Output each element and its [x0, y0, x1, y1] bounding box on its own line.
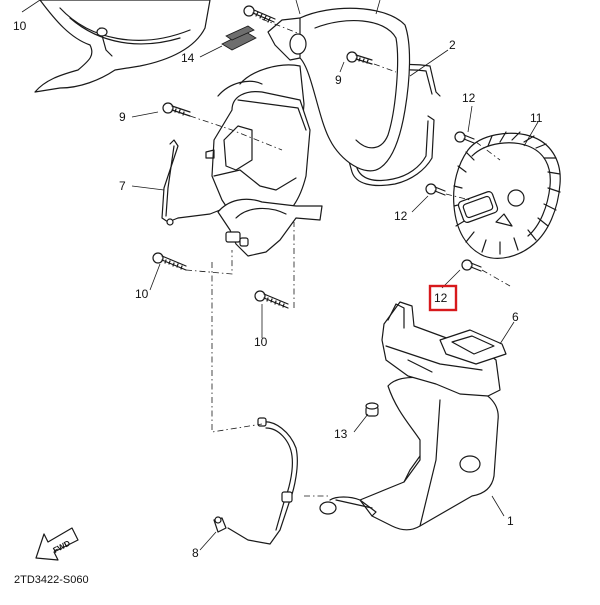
callout-10-low: 10 — [254, 335, 268, 349]
callout-12-top: 12 — [462, 91, 476, 105]
part-14-pad[interactable] — [221, 25, 257, 51]
bolt-12-b[interactable] — [425, 183, 446, 196]
upper-left-cover[interactable] — [34, 0, 211, 93]
callout-1: 1 — [507, 514, 514, 528]
callout-14: 14 — [181, 51, 195, 65]
part-13-stud[interactable] — [365, 402, 379, 417]
part-7-wire[interactable] — [161, 139, 221, 226]
highlight-box-12 — [428, 284, 458, 312]
leader-lines — [21, 0, 539, 551]
callout-12-highlighted: 12 — [434, 291, 448, 305]
intake-duct[interactable] — [381, 301, 501, 397]
callout-10-topleft: 10 — [13, 19, 27, 33]
callout-9-left: 9 — [119, 110, 126, 124]
callout-11: 11 — [530, 111, 543, 125]
fwd-arrow-icon: FWD — [35, 527, 79, 561]
bolt-9-left[interactable] — [162, 102, 191, 117]
part-8-wire[interactable] — [213, 417, 298, 545]
callout-13: 13 — [334, 427, 348, 441]
diagram-code: 2TD3422-S060 — [14, 574, 89, 586]
callout-2: 2 — [449, 38, 456, 52]
bolt-10-mid[interactable] — [152, 252, 187, 271]
part-11-fan[interactable] — [453, 131, 561, 259]
callout-7: 7 — [119, 179, 126, 193]
part-6-seal[interactable] — [439, 329, 507, 365]
bolt-10-low[interactable] — [254, 290, 289, 309]
callout-8: 8 — [192, 546, 199, 560]
center-shroud[interactable] — [205, 91, 323, 257]
callout-labels: 10 14 9 2 9 7 10 10 12 11 12 12 6 13 1 8 — [13, 19, 543, 560]
callout-12-mid: 12 — [394, 209, 408, 223]
bolt-9-top[interactable] — [346, 51, 373, 65]
part-1-lower-shroud[interactable] — [319, 376, 499, 531]
bolt-10-top[interactable] — [243, 5, 276, 23]
callout-9-center: 9 — [335, 73, 342, 87]
bolt-12-c[interactable] — [461, 259, 482, 272]
callout-6: 6 — [512, 310, 519, 324]
bolt-12-a[interactable] — [454, 131, 475, 144]
callout-10-mid: 10 — [135, 287, 149, 301]
alignment-lines — [185, 18, 511, 497]
